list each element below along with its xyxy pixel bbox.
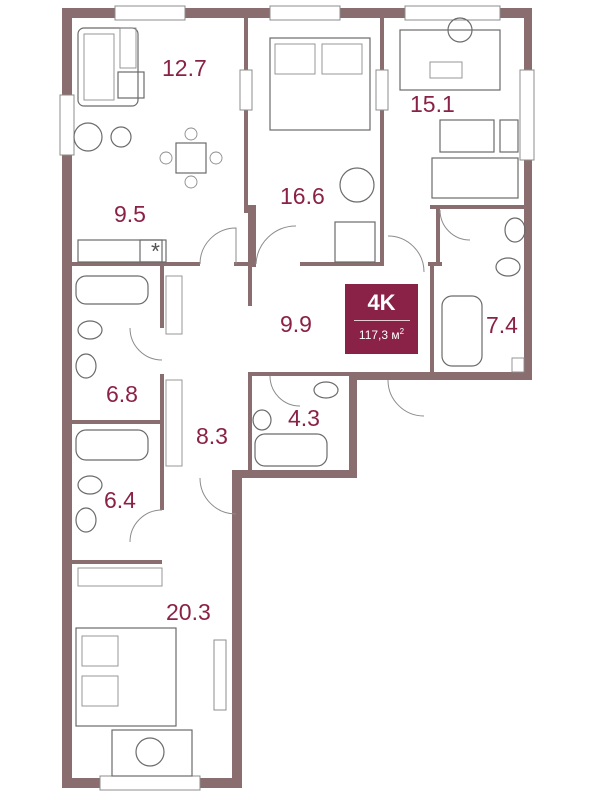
room-area-bath-small: 4.3 xyxy=(288,405,320,431)
bedroom-top-furniture xyxy=(269,37,376,263)
bath-left-bottom-fixtures xyxy=(75,379,183,533)
room-area-bath-left-top: 6.8 xyxy=(106,381,138,407)
room-area-bedroom-bottom: 20.3 xyxy=(166,599,211,625)
apartment-type: 4K xyxy=(367,290,396,315)
asterisk-icon: * xyxy=(151,238,160,264)
bedroom-right-furniture xyxy=(399,17,519,199)
apartment-area-unit-sup: 2 xyxy=(399,327,405,336)
room-area-corridor: 8.3 xyxy=(196,423,228,449)
bath-left-top-fixtures xyxy=(75,275,183,379)
bath-right-fixtures xyxy=(441,217,526,373)
room-area-bath-left-bottom: 6.4 xyxy=(104,487,136,513)
room-area-bedroom-top: 16.6 xyxy=(280,183,325,209)
apartment-area-value: 117,3 xyxy=(358,328,389,342)
apartment-area: 117,3 м2 xyxy=(345,327,418,342)
apartment-badge: 4K 117,3 м2 xyxy=(345,284,418,354)
bedroom-bottom-furniture xyxy=(75,567,193,777)
room-area-kitchen: 9.5 xyxy=(114,201,146,227)
room-area-hall: 9.9 xyxy=(280,311,312,337)
apartment-area-unit: м xyxy=(391,328,400,342)
living-furniture xyxy=(73,27,223,263)
doors xyxy=(129,209,471,543)
badge-divider xyxy=(353,320,410,321)
room-area-bath-right: 7.4 xyxy=(486,312,518,338)
inner-walls xyxy=(72,18,524,564)
room-area-living: 12.7 xyxy=(162,55,207,81)
room-labels: 12.7 9.5 16.6 15.1 7.4 9.9 4.3 6.8 8.3 6… xyxy=(104,55,518,625)
bath-small-fixtures xyxy=(252,381,339,467)
room-area-bedroom-right: 15.1 xyxy=(410,91,455,117)
